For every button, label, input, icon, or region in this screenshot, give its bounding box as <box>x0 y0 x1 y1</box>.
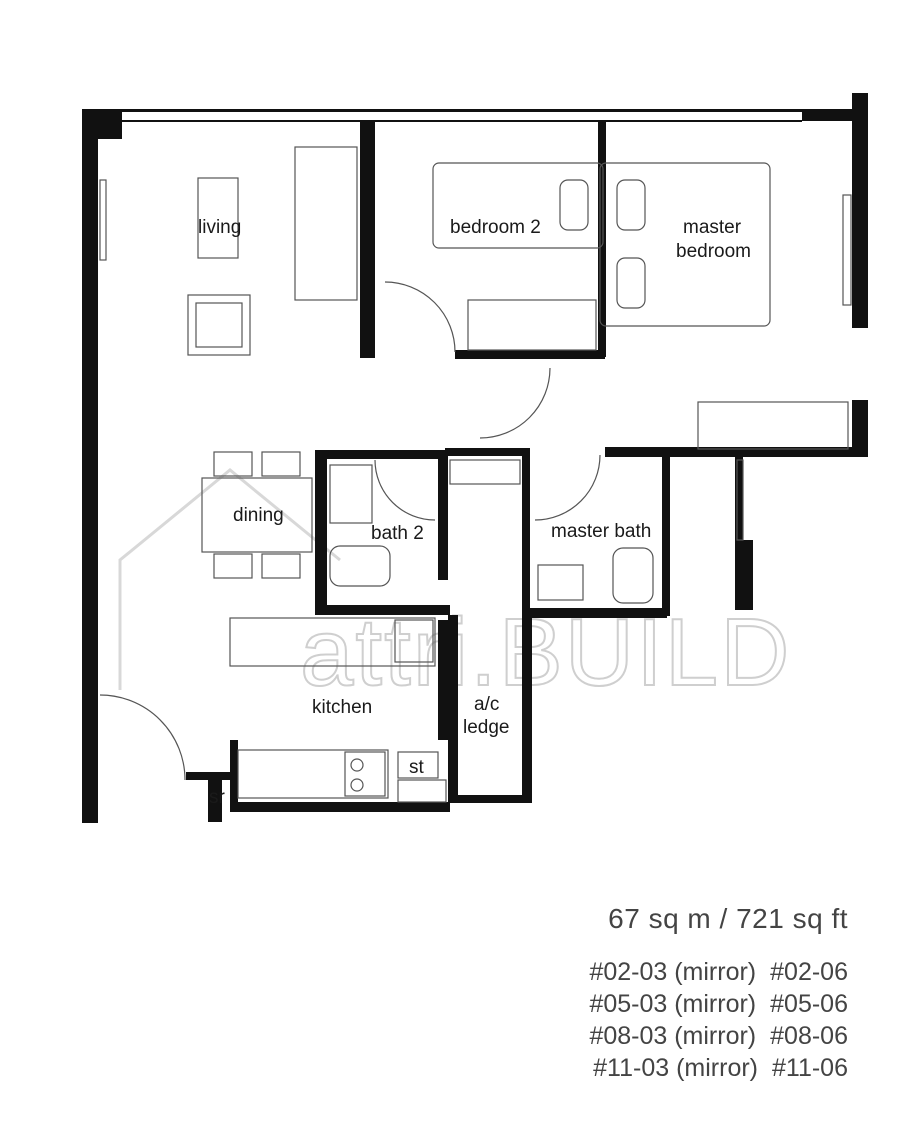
unit-row: #11-03 (mirror) #11-06 <box>589 1052 848 1084</box>
label-living: living <box>198 217 241 238</box>
walls <box>82 93 868 823</box>
unit-secondary: #02-06 <box>770 958 848 986</box>
label-store: st <box>409 757 425 778</box>
unit-secondary: #08-06 <box>770 1022 848 1050</box>
label-bath-2: bath 2 <box>371 523 424 544</box>
room-labels: living bedroom 2 master bedroom dining b… <box>198 217 751 808</box>
unit-row: #08-03 (mirror) #08-06 <box>589 1020 848 1052</box>
label-shelter: sr <box>209 787 226 808</box>
unit-row: #02-03 (mirror) #02-06 <box>589 956 848 988</box>
label-bedroom-2: bedroom 2 <box>450 217 541 238</box>
watermark-house-icon <box>118 468 341 690</box>
label-ac-ledge-line2: ledge <box>463 717 510 738</box>
unit-secondary: #11-06 <box>772 1054 848 1082</box>
label-ac-ledge-line1: a/c <box>474 694 499 715</box>
unit-primary: #08-03 (mirror) <box>589 1022 757 1050</box>
label-master-bath: master bath <box>551 521 651 542</box>
unit-primary: #05-03 (mirror) <box>589 990 757 1018</box>
label-dining: dining <box>233 505 284 526</box>
label-master-bedroom-line2: bedroom <box>676 241 751 262</box>
fixtures <box>99 146 852 803</box>
label-master-bedroom-line1: master <box>683 217 742 238</box>
unit-secondary: #05-06 <box>770 990 848 1018</box>
unit-list: #02-03 (mirror)#02-06 #05-03 (mirror)#05… <box>589 956 848 1084</box>
unit-row: #05-03 (mirror) #05-06 <box>589 988 848 1020</box>
unit-primary: #02-03 (mirror) <box>589 958 757 986</box>
unit-primary: #11-03 (mirror) <box>593 1054 758 1082</box>
unit-area: 67 sq m / 721 sq ft <box>608 903 848 934</box>
label-kitchen: kitchen <box>312 697 372 718</box>
